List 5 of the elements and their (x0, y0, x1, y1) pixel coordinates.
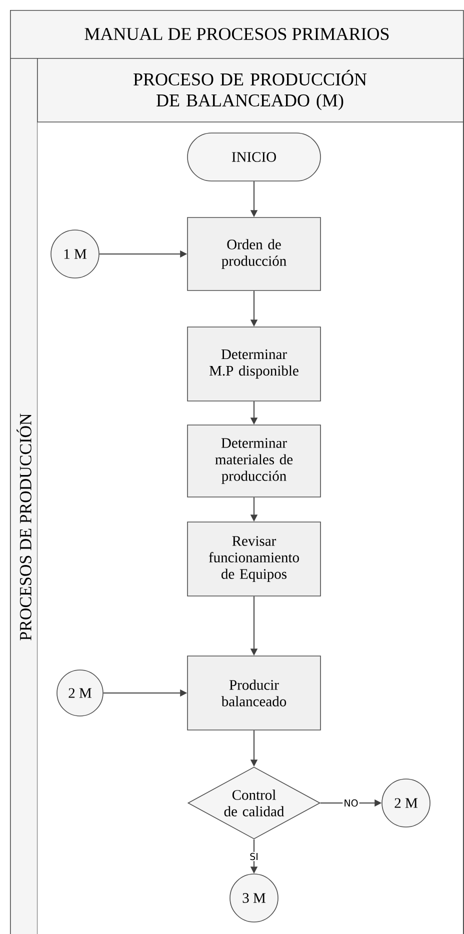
process-box: Determinar M.P disponible (187, 326, 321, 402)
process-box: Orden de producción (187, 217, 321, 291)
process-box: Producir balanceado (187, 656, 321, 730)
process-box: Determinar materiales de producción (187, 424, 321, 498)
process-box: Revisar funcionamiento de Equipos (187, 522, 321, 596)
